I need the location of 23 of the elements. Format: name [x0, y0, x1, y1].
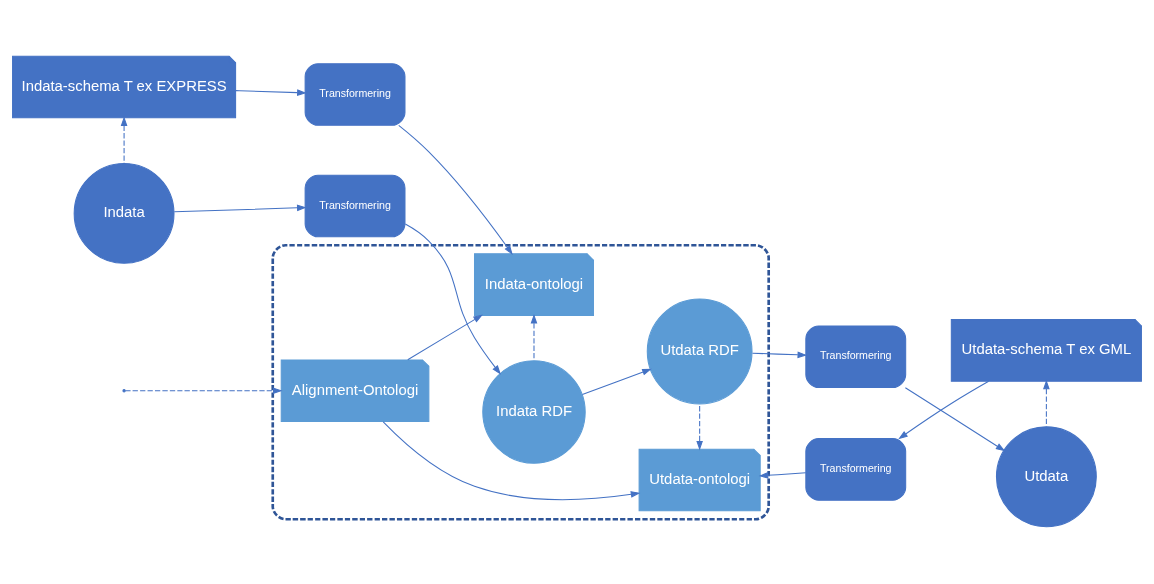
- node-box: Transformering: [304, 63, 406, 126]
- arrow: [904, 387, 1006, 452]
- arrow: [751, 351, 808, 359]
- arrow: [404, 223, 501, 375]
- arrow: [1043, 379, 1050, 427]
- node-circle: Indata: [73, 162, 175, 264]
- arrow: [407, 314, 483, 361]
- arrow: [398, 124, 513, 255]
- node-box: Transformering: [805, 325, 907, 389]
- arrow: [382, 421, 641, 501]
- arrow: [235, 89, 307, 96]
- arrow: [120, 116, 128, 164]
- node-circle: Utdata RDF: [646, 298, 753, 405]
- arrow: [898, 380, 990, 440]
- arrow: [696, 403, 703, 451]
- arrow: [581, 368, 652, 395]
- node-box: Transformering: [304, 174, 406, 238]
- arrow: [530, 314, 538, 361]
- arrow: [758, 471, 807, 479]
- node-circle: Indata RDF: [482, 360, 586, 464]
- node-box: Transformering: [805, 438, 907, 501]
- arrow: [124, 387, 283, 395]
- arrow: [173, 204, 307, 213]
